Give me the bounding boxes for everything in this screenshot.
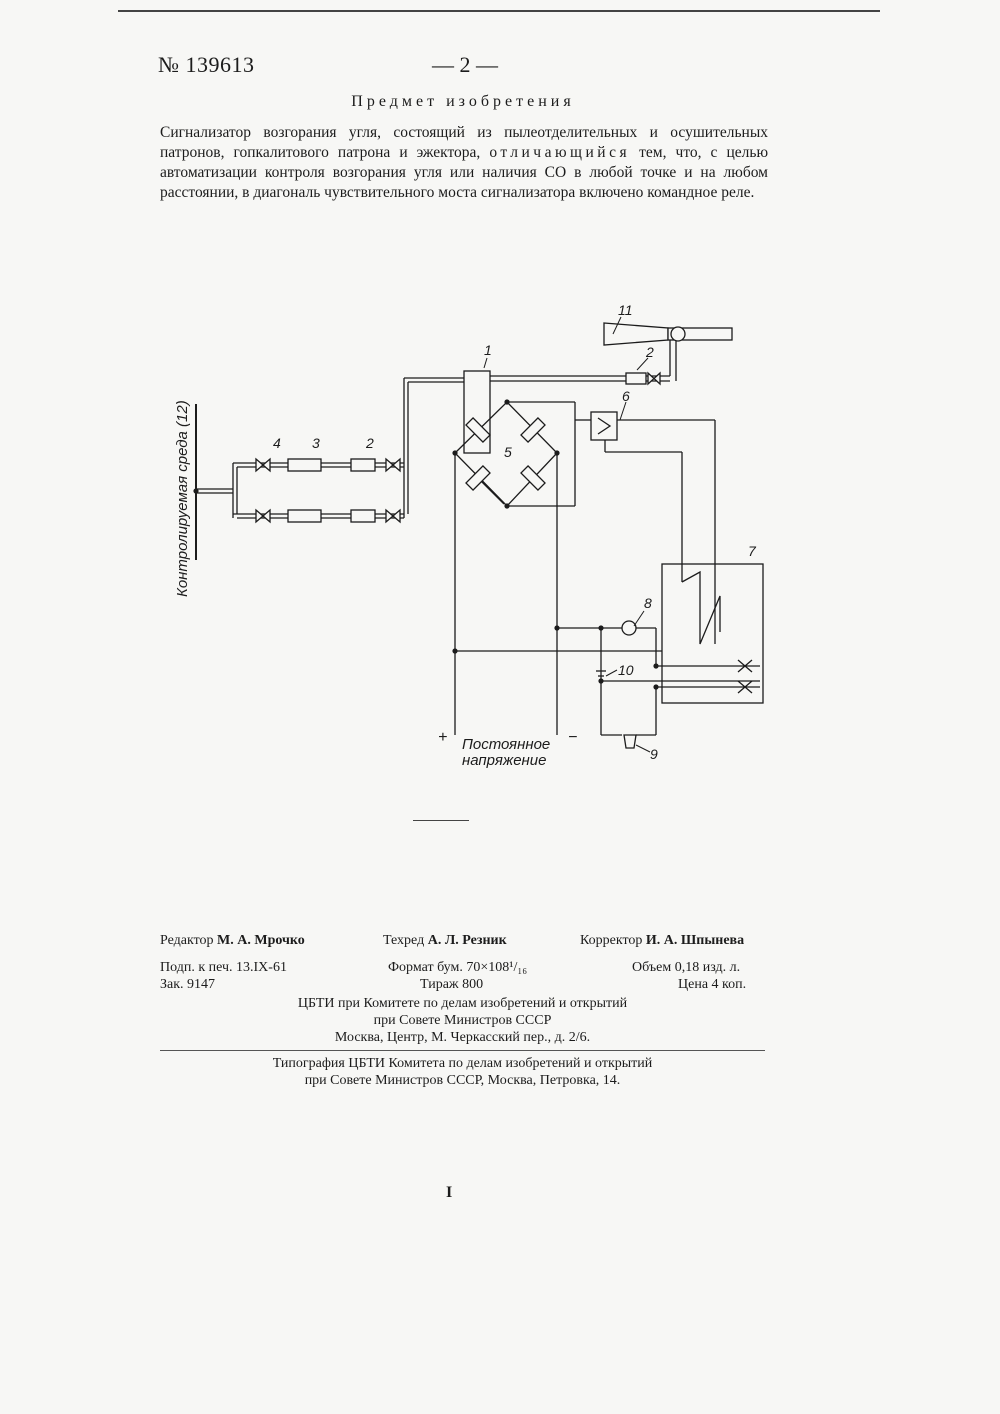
printer-line-2: при Совете Министров СССР, Москва, Петро… [160, 1073, 765, 1089]
org-line-2: при Совете Министров СССР [160, 1013, 765, 1029]
label-11: 11 [618, 302, 633, 318]
label-6: 6 [622, 388, 630, 404]
label-1: 1 [484, 342, 492, 358]
label-8: 8 [644, 595, 652, 611]
techred-name: А. Л. Резник [428, 933, 507, 948]
bottom-mark: I [446, 1184, 452, 1202]
techred-credit: Техред А. Л. Резник [383, 933, 507, 949]
label-5: 5 [504, 444, 512, 460]
editor-credit: Редактор М. А. Мрочко [160, 933, 305, 949]
corrector-name: И. А. Шпынева [646, 933, 744, 948]
corrector-label: Корректор [580, 933, 642, 948]
paper-format: Формат бум. 70×108¹/₁₆ [388, 960, 527, 976]
separator [413, 820, 469, 821]
label-10: 10 [618, 662, 634, 678]
org-line-1: ЦБТИ при Комитете по делам изобретений и… [160, 996, 765, 1012]
signed-date: Подп. к печ. 13.IX-61 [160, 960, 287, 976]
supply-label-line1: Постоянное [462, 736, 550, 753]
price: Цена 4 коп. [678, 977, 746, 993]
label-4: 4 [273, 435, 281, 451]
plus-label: + [438, 729, 447, 746]
print-run: Тираж 800 [420, 977, 483, 993]
label-2-branch: 2 [365, 435, 374, 451]
minus-label: − [568, 729, 577, 746]
org-line-3: Москва, Центр, М. Черкасский пер., д. 2/… [160, 1030, 765, 1046]
order-number: Зак. 9147 [160, 977, 215, 993]
volume: Объем 0,18 изд. л. [632, 960, 740, 976]
label-7: 7 [748, 543, 757, 559]
supply-label-line2: напряжение [462, 752, 546, 769]
label-3: 3 [312, 435, 320, 451]
corrector-credit: Корректор И. А. Шпынева [580, 933, 744, 949]
controlled-medium-label: Контролируемая среда (12) [174, 400, 191, 597]
imprint-rule [160, 1050, 765, 1051]
printer-line-1: Типография ЦБТИ Комитета по делам изобре… [160, 1056, 765, 1072]
editor-label: Редактор [160, 933, 214, 948]
label-2-ejector: 2 [645, 344, 654, 360]
label-9: 9 [650, 746, 658, 762]
editor-name: М. А. Мрочко [217, 933, 305, 948]
techred-label: Техред [383, 933, 424, 948]
